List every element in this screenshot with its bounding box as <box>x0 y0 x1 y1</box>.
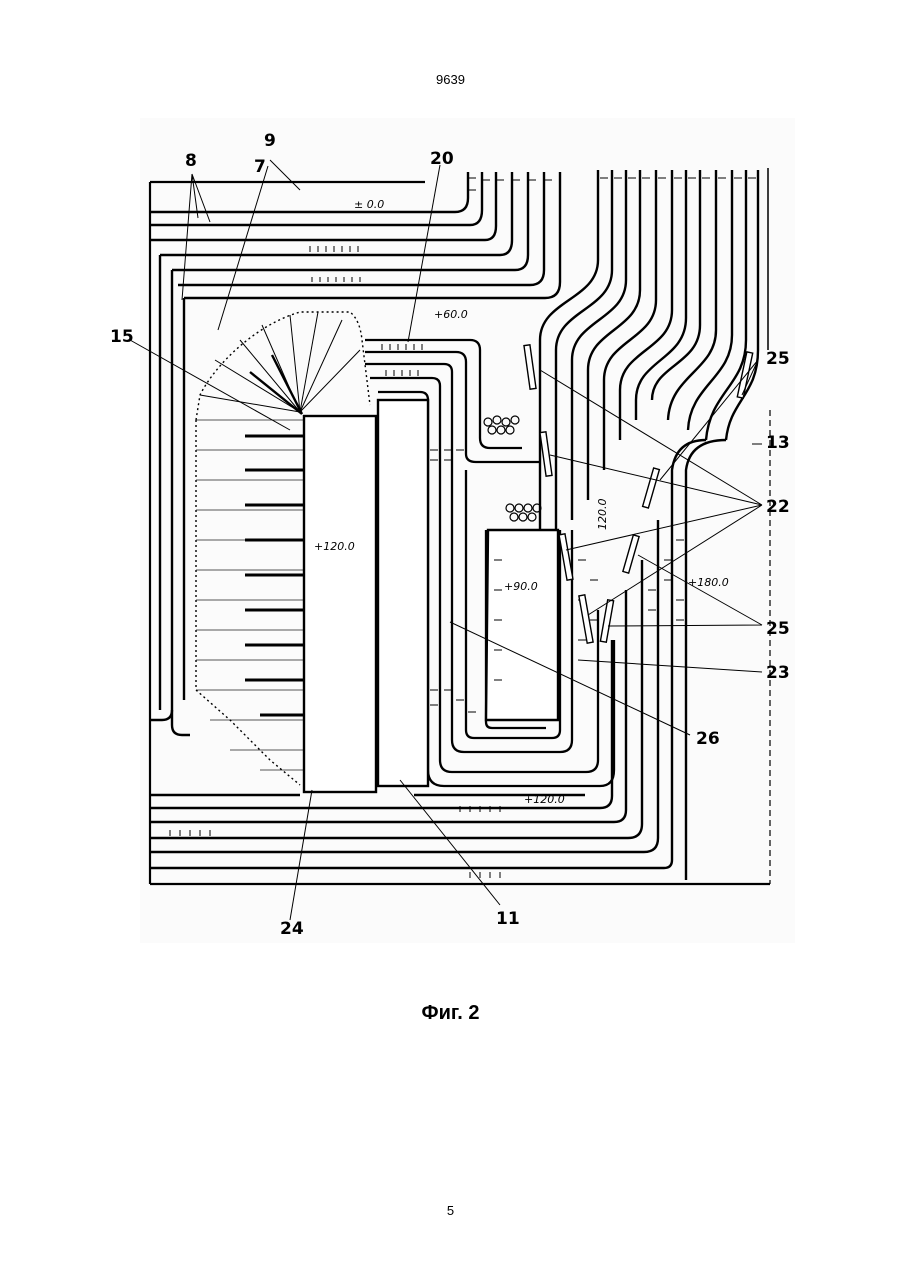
block-11 <box>378 400 428 786</box>
elevation-60: +60.0 <box>434 308 468 321</box>
elevation-120-block: +120.0 <box>314 540 355 553</box>
block-90 <box>486 530 558 720</box>
callout-15: 15 <box>110 327 134 347</box>
callout-8: 8 <box>185 151 197 171</box>
block-24 <box>304 416 376 792</box>
callout-20: 20 <box>430 149 454 169</box>
elevation-120-vertical: 120.0 <box>596 499 609 531</box>
figure-caption: Фиг. 2 <box>0 1002 901 1025</box>
elevation-0: ± 0.0 <box>354 198 384 211</box>
callout-25-bottom: 25 <box>766 619 790 639</box>
callout-9: 9 <box>264 131 276 151</box>
elevation-90: +90.0 <box>504 580 538 593</box>
callout-13: 13 <box>766 433 790 453</box>
callout-22: 22 <box>766 497 790 517</box>
elevation-180: +180.0 <box>688 576 729 589</box>
callout-24: 24 <box>280 919 304 939</box>
callout-23: 23 <box>766 663 790 683</box>
callout-26: 26 <box>696 729 720 749</box>
page-number: 5 <box>0 1203 901 1218</box>
callout-11: 11 <box>496 909 520 929</box>
elevation-120-bottom: +120.0 <box>524 793 565 806</box>
callout-25-top: 25 <box>766 349 790 369</box>
figure-background <box>140 118 795 943</box>
callout-7: 7 <box>254 157 266 177</box>
mine-plan-figure: 8 9 7 20 15 25 13 22 25 23 26 24 11 ± 0.… <box>0 0 901 960</box>
